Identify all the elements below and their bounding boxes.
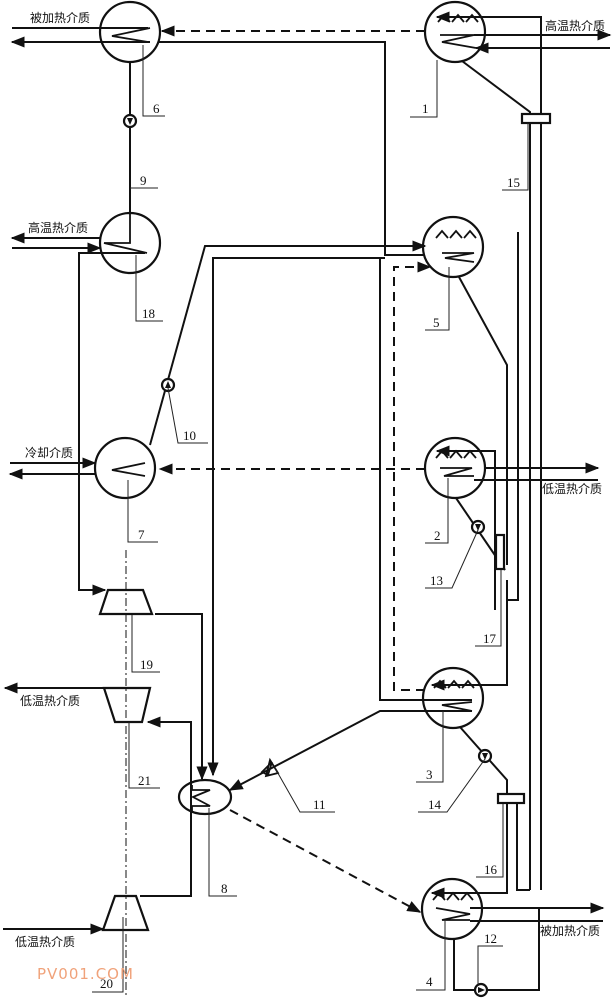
label-6: 6 (153, 101, 160, 116)
heat-exchanger-6 (98, 0, 162, 64)
solution-heat-exchanger-16 (496, 792, 526, 805)
throttle-valve-11 (260, 757, 280, 778)
solution-line-4-to-12 (453, 908, 540, 991)
spray-line-3 (430, 580, 508, 691)
spray-line-1 (435, 11, 542, 55)
spray-line-4 (430, 887, 508, 899)
vapor-line-3-to-5 (393, 261, 432, 691)
label-3: 3 (426, 767, 433, 782)
line-18-to-19 (78, 252, 145, 596)
pump-9 (122, 113, 138, 129)
label-high-temp-top-right: 高温热介质 (545, 18, 605, 33)
line-3-in (379, 258, 472, 701)
generator-1 (423, 0, 487, 64)
label-14: 14 (428, 797, 442, 812)
solution-heat-exchanger-17 (494, 533, 506, 571)
label-low-temp-left-bottom: 低温热介质 (15, 935, 75, 949)
label-18: 18 (142, 306, 155, 321)
label-8: 8 (221, 881, 228, 896)
leaders: 6 9 1 15 18 5 10 7 2 13 17 19 21 3 14 11… (92, 45, 529, 993)
pump-13 (470, 519, 486, 535)
pump-12 (473, 982, 489, 998)
pump-10 (160, 377, 176, 393)
line-10-to-5 (149, 240, 427, 446)
line-to-evaporator-8 (207, 257, 385, 777)
condenser-7 (93, 436, 157, 500)
evaporator-8 (177, 778, 233, 816)
label-1: 1 (422, 101, 429, 116)
label-10: 10 (183, 428, 196, 443)
line-20-to-8 (140, 812, 192, 897)
solution-line-1-to-15 (461, 60, 531, 890)
label-19: 19 (140, 657, 153, 672)
label-9: 9 (140, 173, 147, 188)
solution-loop-16 (516, 803, 530, 891)
label-2: 2 (434, 528, 441, 543)
label-17: 17 (483, 631, 497, 646)
label-low-temp-left-mid: 低温热介质 (20, 694, 80, 708)
line-5-spray (508, 232, 519, 601)
line-3-to-11 (228, 710, 472, 791)
pump-14 (477, 748, 493, 764)
line-19-to-8 (155, 613, 208, 781)
label-5: 5 (433, 315, 440, 330)
label-13: 13 (430, 573, 443, 588)
label-high-temp-left: 高温热介质 (28, 220, 88, 235)
solution-line-5-down (458, 276, 508, 565)
heat-exchanger-18 (98, 200, 162, 275)
label-20: 20 (100, 976, 113, 991)
generator-3 (421, 666, 485, 730)
label-4: 4 (426, 974, 433, 989)
label-15: 15 (507, 175, 520, 190)
generator-2 (423, 436, 487, 500)
vapor-line-8-to-4 (229, 809, 422, 913)
label-heated-medium-bottom-right: 被加热介质 (540, 924, 600, 938)
compressor-21 (102, 686, 152, 724)
label-16: 16 (484, 862, 498, 877)
label-7: 7 (138, 527, 145, 542)
label-21: 21 (138, 773, 151, 788)
label-low-temp-right: 低温热介质 (542, 482, 602, 496)
solution-line-3-to-14 (459, 726, 508, 890)
watermark: PV001.COM (37, 965, 134, 983)
solution-heat-exchanger-15 (520, 112, 552, 125)
label-heated-medium-top-left: 被加热介质 (30, 11, 90, 25)
line-6-to-5 (158, 41, 425, 256)
label-12: 12 (484, 931, 497, 946)
label-11: 11 (313, 797, 326, 812)
generator-5 (421, 215, 485, 279)
label-cooling-medium: 冷却介质 (25, 446, 73, 460)
line-8-to-21 (146, 716, 192, 812)
